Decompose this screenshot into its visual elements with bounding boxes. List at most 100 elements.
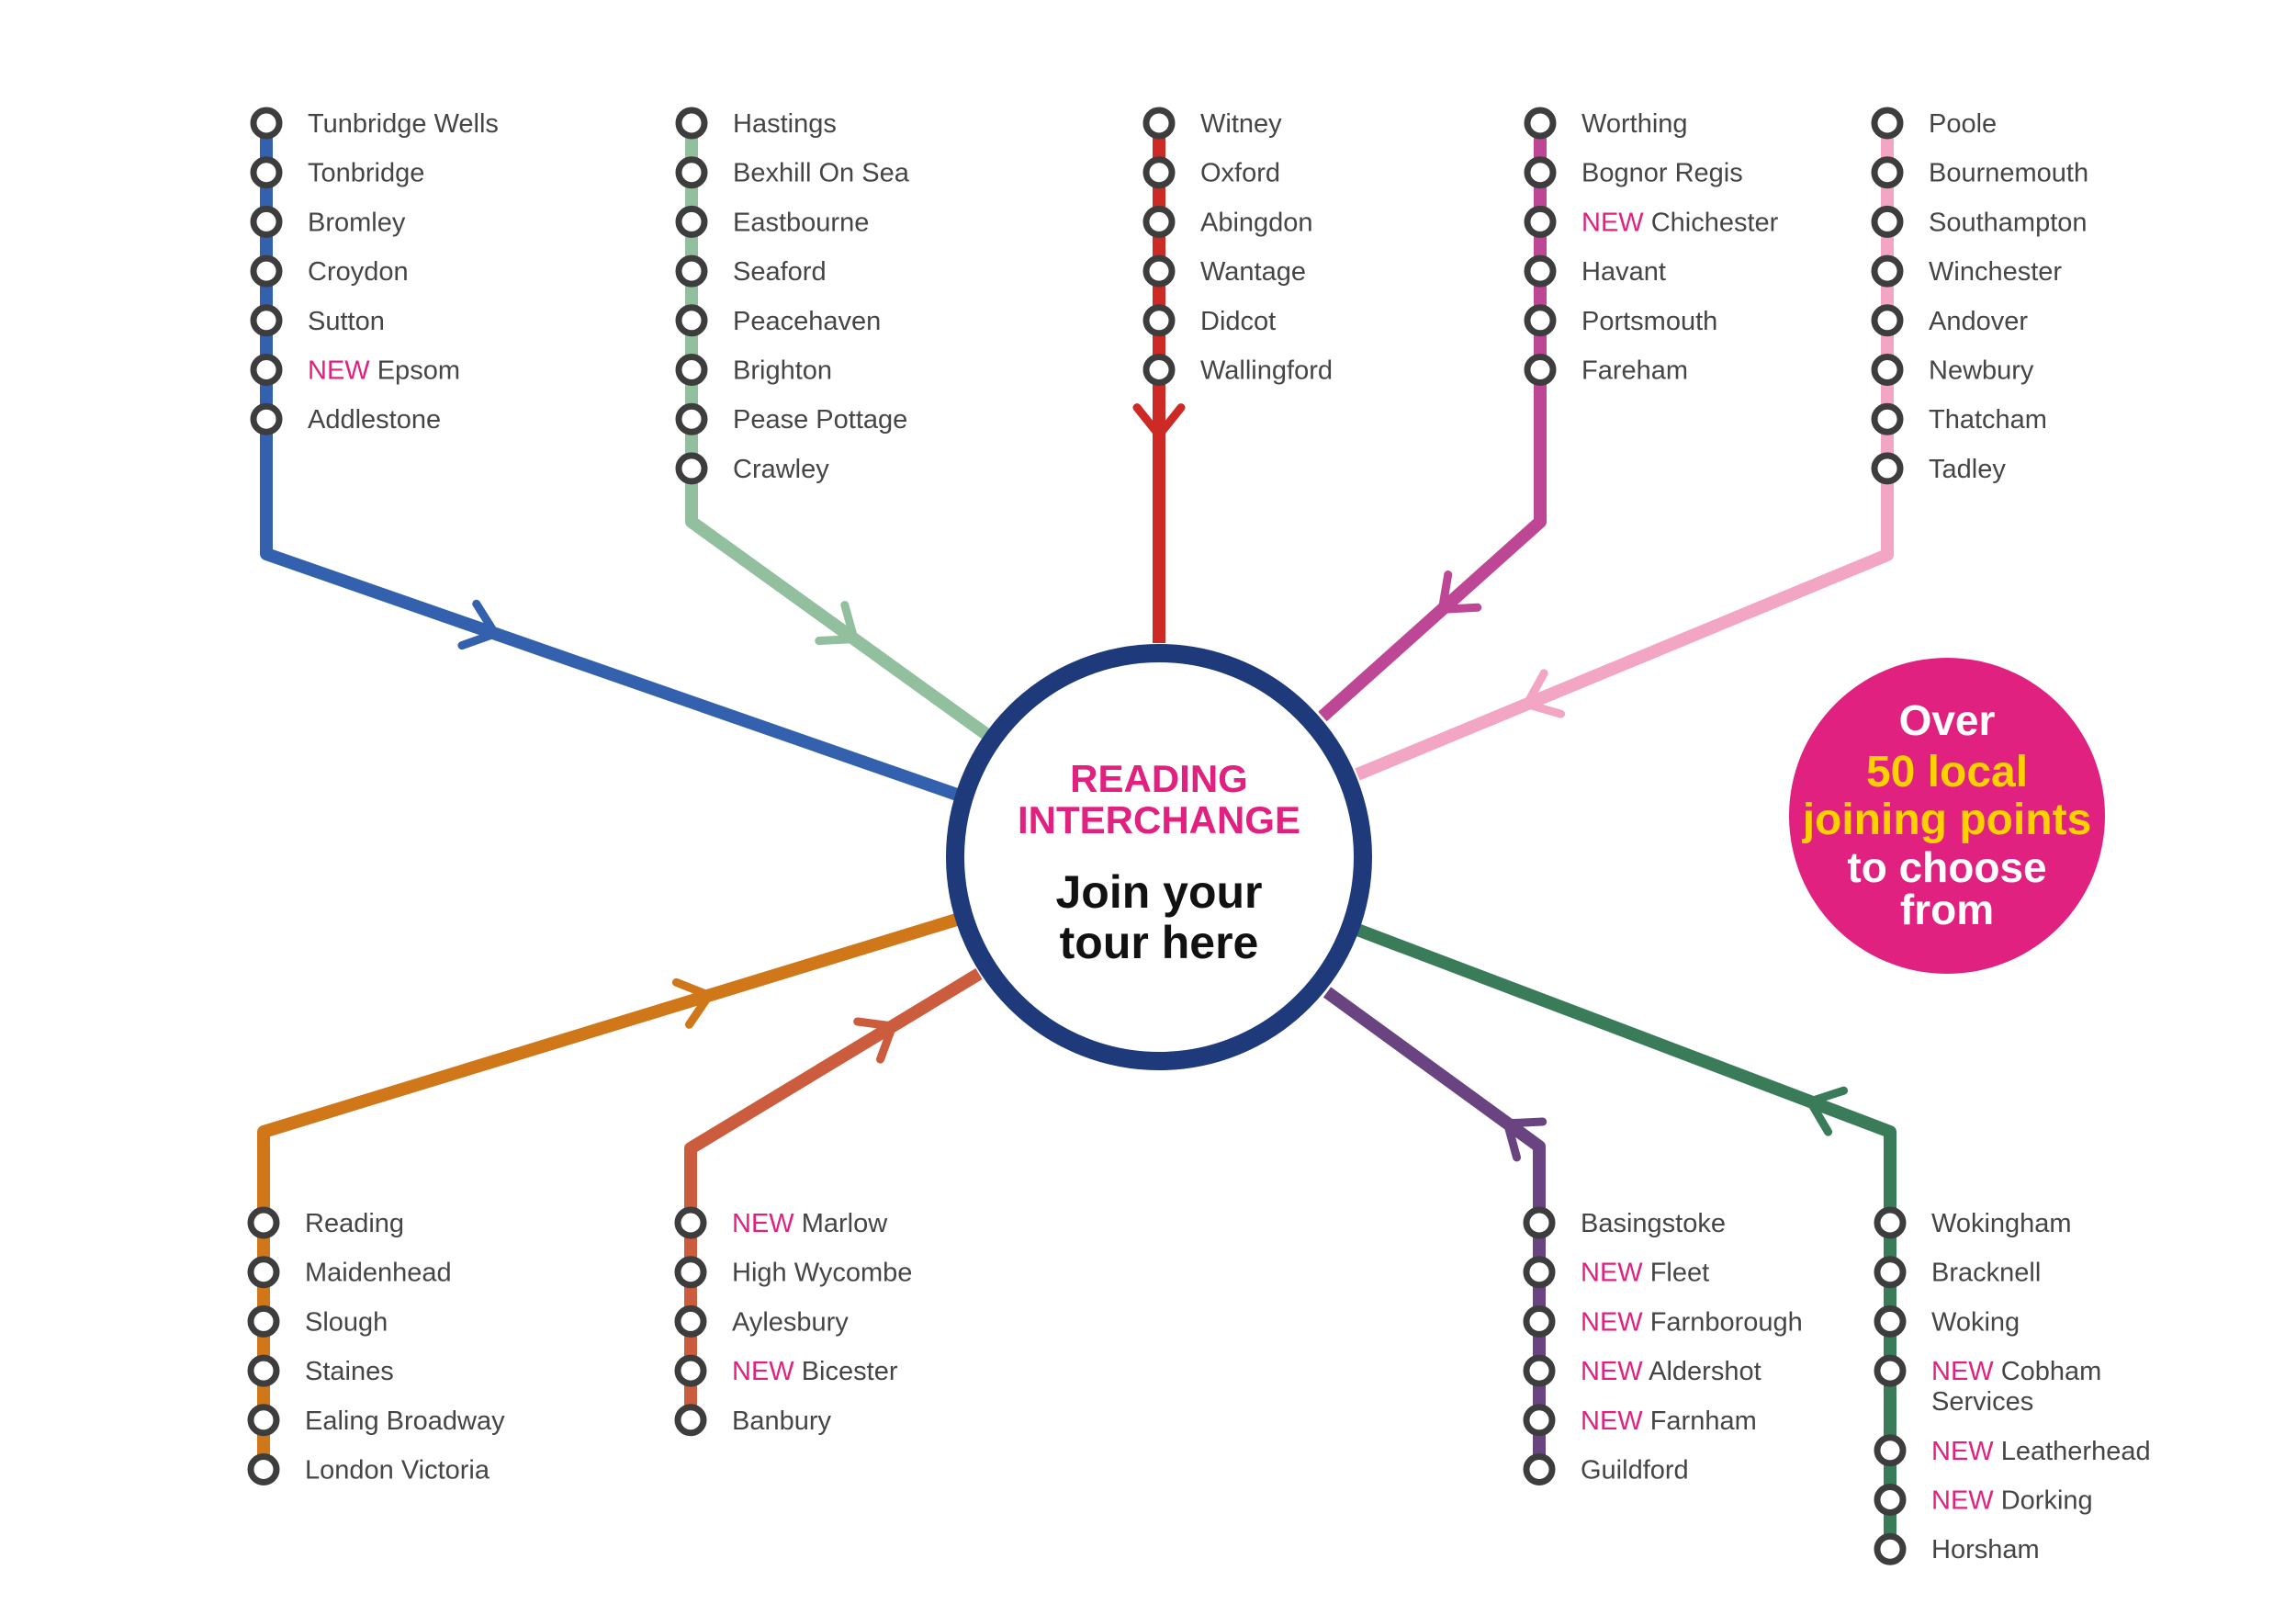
stop-marker-green — [1874, 1532, 1907, 1565]
stop-marker-magenta — [1524, 107, 1557, 140]
new-tag: NEW — [1931, 1486, 2001, 1516]
stop-marker-blue — [250, 107, 283, 140]
stop-name: Crawley — [733, 455, 829, 484]
stop-marker-blue — [250, 354, 283, 386]
stop-label: NEW Fleet — [1581, 1259, 1709, 1288]
stop-label: Seaford — [733, 257, 827, 287]
stop-label: Oxford — [1200, 159, 1280, 188]
stop-marker-rust — [674, 1404, 707, 1437]
stop-name: Epsom — [377, 356, 460, 386]
stop-marker-rust — [674, 1206, 707, 1239]
stop-marker-sage — [675, 107, 708, 140]
stop-marker-purple — [1523, 1404, 1556, 1437]
joining-points-badge: Over 50 local joining points to choose f… — [1789, 658, 2105, 974]
stop-label: Wokingham — [1931, 1209, 2072, 1238]
stop-name: Croydon — [308, 257, 409, 287]
stop-marker-pink — [1871, 254, 1904, 288]
stop-name: Reading — [305, 1209, 404, 1238]
hub-title-line2: INTERCHANGE — [1018, 798, 1300, 842]
stop-name: Tunbridge Wells — [308, 109, 499, 139]
stop-marker-red — [1142, 354, 1176, 386]
stop-label: Fareham — [1581, 356, 1688, 386]
stop-marker-red — [1142, 254, 1176, 288]
stop-name: Witney — [1200, 109, 1282, 139]
stop-label: NEW Farnborough — [1581, 1307, 1803, 1337]
stop-name: Hastings — [733, 109, 837, 139]
stop-name: Bognor Regis — [1581, 159, 1743, 188]
arrow-blue — [457, 599, 500, 650]
stop-marker-orange — [247, 1354, 280, 1387]
stop-marker-pink — [1871, 156, 1904, 189]
stop-label: Portsmouth — [1581, 307, 1717, 336]
stop-marker-pink — [1871, 205, 1904, 238]
stop-name: Pease Pottage — [733, 405, 907, 435]
badge-line5: from — [1900, 886, 1994, 933]
stop-marker-magenta — [1524, 156, 1557, 189]
stop-name: Oxford — [1200, 159, 1280, 188]
stop-name: Seaford — [733, 257, 827, 287]
stop-marker-magenta — [1524, 205, 1557, 238]
stop-name: Eastbourne — [733, 208, 869, 237]
badge-line2: 50 local — [1866, 748, 2028, 796]
new-tag: NEW — [732, 1357, 802, 1386]
badge-line1: Over — [1899, 696, 1996, 744]
new-tag: NEW — [1931, 1437, 2001, 1466]
stop-label: Tadley — [1929, 455, 2006, 484]
stop-label: Hastings — [733, 109, 837, 139]
stop-marker-rust — [674, 1354, 707, 1387]
route-line-purple — [1322, 987, 1546, 1470]
stop-marker-magenta — [1524, 354, 1557, 386]
stop-marker-magenta — [1524, 304, 1557, 337]
stop-name: Newbury — [1929, 356, 2034, 386]
stop-marker-blue — [250, 402, 283, 435]
new-tag: NEW — [1581, 1357, 1649, 1386]
arrow-purple — [1503, 1117, 1548, 1162]
hub-join-line1: Join your — [1055, 866, 1262, 918]
new-tag: NEW — [1581, 1259, 1650, 1288]
stop-name: Slough — [305, 1307, 388, 1337]
stop-marker-green — [1874, 1354, 1907, 1387]
stop-label: Worthing — [1581, 109, 1688, 139]
stop-label: Thatcham — [1929, 405, 2047, 435]
stop-label: Horsham — [1931, 1535, 2040, 1564]
stop-marker-blue — [250, 304, 283, 337]
stop-name: Wallingford — [1200, 356, 1333, 386]
new-tag: NEW — [732, 1209, 802, 1238]
stop-name: Bracknell — [1931, 1259, 2041, 1288]
route-line-magenta — [1318, 123, 1547, 722]
stop-label: Havant — [1581, 257, 1666, 287]
arrow-magenta — [1437, 570, 1482, 614]
stop-label: Ealing Broadway — [305, 1406, 505, 1436]
stop-label: NEW Cobham — [1931, 1357, 2101, 1386]
stop-marker-purple — [1523, 1354, 1556, 1387]
stop-name: Bexhill On Sea — [733, 159, 910, 188]
stop-name: Abingdon — [1200, 208, 1313, 237]
stop-marker-pink — [1871, 452, 1904, 485]
stop-marker-orange — [247, 1453, 280, 1485]
stop-label: Bromley — [308, 208, 406, 237]
stop-name: Fleet — [1650, 1259, 1709, 1288]
stop-label: Winchester — [1929, 257, 2062, 287]
route-line-green — [1355, 923, 1896, 1550]
stop-marker-blue — [250, 156, 283, 189]
stop-marker-sage — [675, 402, 708, 435]
stop-name: Marlow — [802, 1209, 889, 1238]
arrow-orange — [671, 977, 714, 1029]
stop-label: NEW Marlow — [732, 1209, 888, 1238]
stop-marker-pink — [1871, 402, 1904, 435]
stop-label: Brighton — [733, 356, 832, 386]
stop-name: Farnham — [1650, 1406, 1757, 1436]
reading-interchange-hub: READING INTERCHANGE Join your tour here — [946, 644, 1372, 1070]
stop-marker-purple — [1523, 1453, 1556, 1485]
stop-label: Bexhill On Sea — [733, 159, 910, 188]
stop-name: Worthing — [1581, 109, 1688, 139]
stop-label: Bournemouth — [1929, 159, 2088, 188]
stop-label: Eastbourne — [733, 208, 869, 237]
hub-join-line2: tour here — [1060, 917, 1259, 968]
stop-name: Basingstoke — [1581, 1209, 1726, 1238]
stop-name: Ealing Broadway — [305, 1406, 505, 1436]
stop-marker-purple — [1523, 1256, 1556, 1289]
stop-name: Aldershot — [1649, 1357, 1761, 1386]
stop-name: Chichester — [1651, 208, 1779, 237]
stop-marker-red — [1142, 107, 1176, 140]
